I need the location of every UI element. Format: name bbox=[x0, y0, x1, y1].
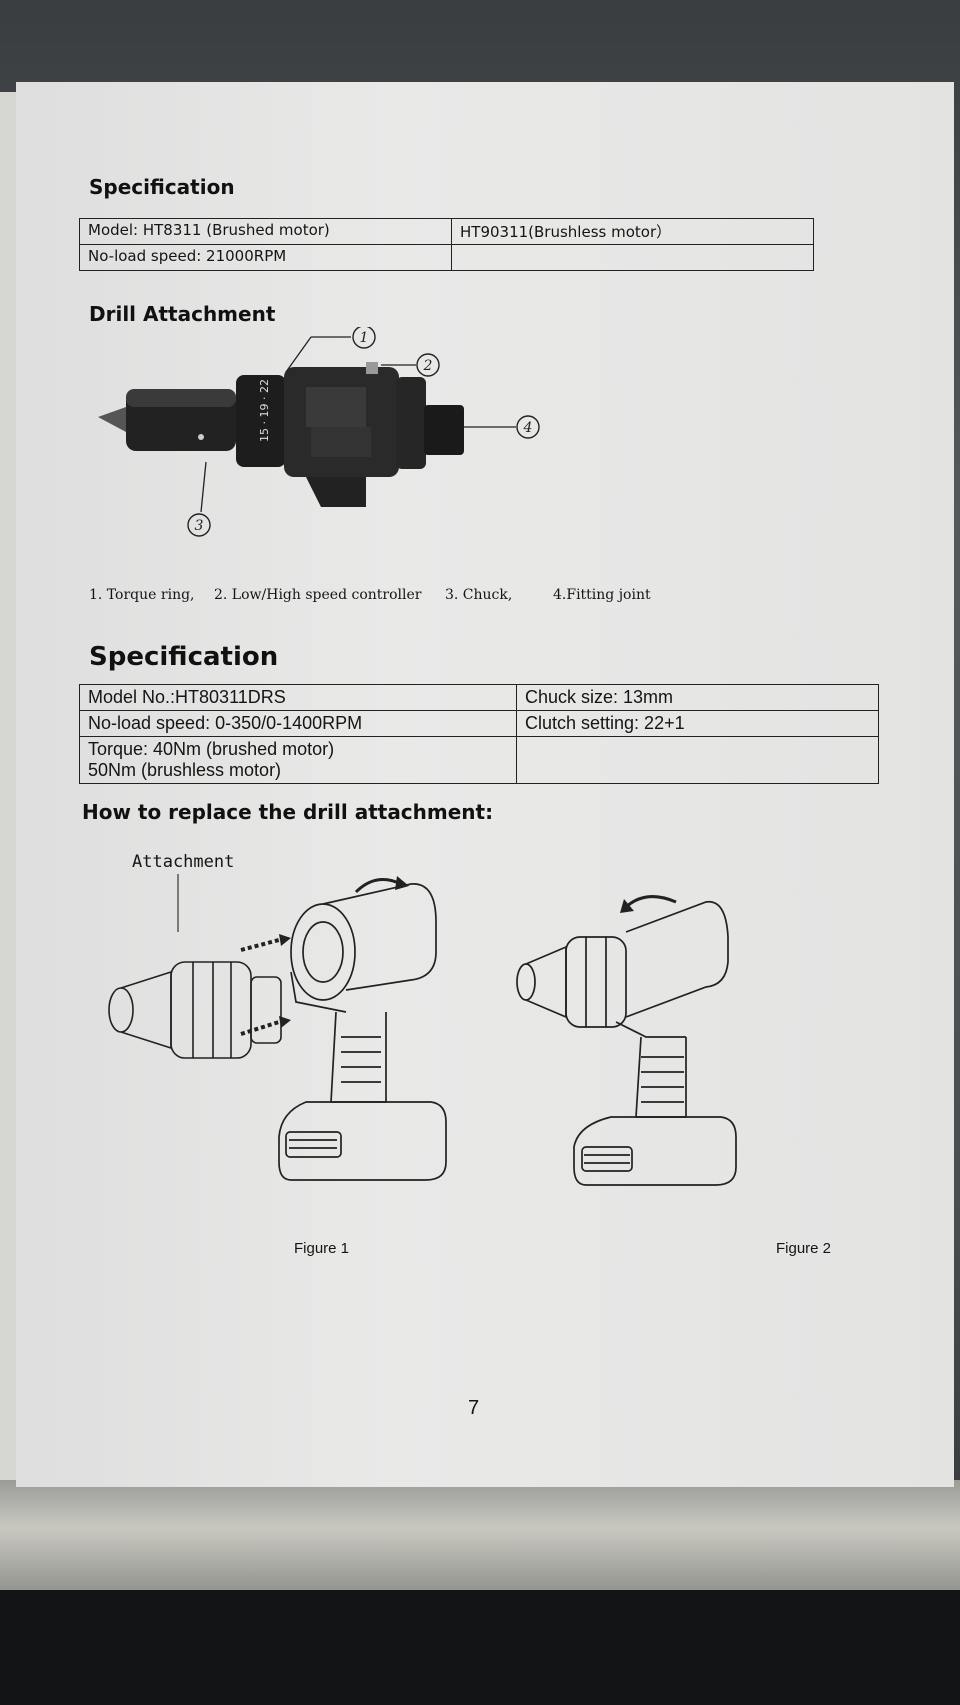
spec-no-load-speed: No-load speed: 0-350/0-1400RPM bbox=[79, 710, 517, 737]
table-row: Torque: 40Nm (brushed motor) 50Nm (brush… bbox=[79, 736, 879, 784]
spec-model-no: Model No.:HT80311DRS bbox=[79, 684, 517, 711]
svg-text:15 · 19 · 22: 15 · 19 · 22 bbox=[258, 379, 271, 442]
caption-speed-controller: 2. Low/High speed controller bbox=[214, 587, 422, 603]
spec-torque-line1: Torque: 40Nm (brushed motor) bbox=[88, 739, 335, 759]
caption-torque-ring: 1. Torque ring, bbox=[89, 587, 195, 603]
caption-fitting-joint: 4.Fitting joint bbox=[553, 587, 651, 603]
drill-attachment-heading: Drill Attachment bbox=[89, 302, 276, 326]
spec-top-table: Model: HT8311 (Brushed motor) HT90311(Br… bbox=[79, 218, 814, 271]
replace-heading: How to replace the drill attachment: bbox=[82, 800, 494, 824]
figure1-illustration bbox=[108, 874, 447, 1181]
spec-chuck-size: Chuck size: 13mm bbox=[516, 684, 879, 711]
floor-shadow bbox=[0, 1590, 960, 1705]
spec-main-heading: Specification bbox=[89, 642, 279, 672]
spec-top-empty bbox=[451, 244, 814, 271]
spec-clutch-setting: Clutch setting: 22+1 bbox=[516, 710, 879, 737]
spec-torque: Torque: 40Nm (brushed motor) 50Nm (brush… bbox=[79, 736, 517, 784]
callout-4: 4 bbox=[523, 420, 533, 436]
table-row: No-load speed: 21000RPM bbox=[79, 244, 814, 271]
page-number: 7 bbox=[468, 1397, 480, 1419]
figure2-illustration bbox=[516, 895, 737, 1186]
manual-page: Specification Model: HT8311 (Brushed mot… bbox=[16, 82, 954, 1487]
spec-empty-cell bbox=[516, 736, 879, 784]
attachment-label: Attachment bbox=[132, 852, 235, 872]
spec-torque-line2: 50Nm (brushless motor) bbox=[88, 760, 282, 780]
figure1-label: Figure 1 bbox=[294, 1240, 350, 1257]
table-row: Model: HT8311 (Brushed motor) HT90311(Br… bbox=[79, 218, 814, 245]
callout-2: 2 bbox=[423, 358, 433, 374]
table-row: No-load speed: 0-350/0-1400RPM Clutch se… bbox=[79, 710, 879, 737]
spec-top-speed: No-load speed: 21000RPM bbox=[79, 244, 452, 271]
spec-top-brushless: HT90311(Brushless motor） bbox=[451, 218, 814, 245]
spec-main-table: Model No.:HT80311DRS Chuck size: 13mm No… bbox=[79, 684, 879, 784]
figure2-label: Figure 2 bbox=[776, 1240, 832, 1257]
callout-3: 3 bbox=[195, 518, 204, 534]
spec-top-model: Model: HT8311 (Brushed motor) bbox=[79, 218, 452, 245]
caption-chuck: 3. Chuck, bbox=[445, 587, 513, 603]
drill-attachment-photo: 15 · 19 · 22 1 2 3 4 bbox=[98, 327, 540, 537]
callout-1: 1 bbox=[360, 330, 369, 346]
spec-top-heading: Specification bbox=[89, 175, 235, 199]
desk-surface bbox=[0, 1480, 960, 1600]
table-row: Model No.:HT80311DRS Chuck size: 13mm bbox=[79, 684, 879, 711]
